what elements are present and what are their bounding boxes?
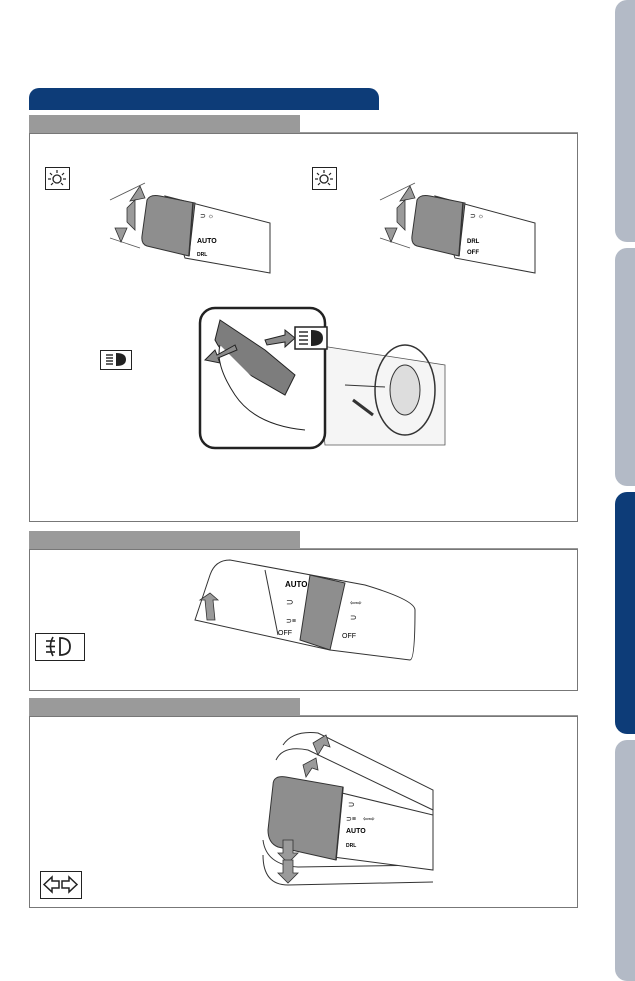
fog-light-switch-illustration: AUTO ⊃ ⊃≡ OFF ⊃ OFF ⇦⇨ (194, 559, 416, 661)
light-switch-lever-illustration: AUTO DRL ⊃ ☼ (109, 182, 271, 274)
front-fog-light-icon (35, 633, 85, 661)
svg-text:⊃: ⊃ (350, 613, 357, 622)
high-beam-icon (100, 350, 132, 370)
turn-signal-lever-illustration: AUTO DRL ⊃ ⊃≡ ⇦⇨ (262, 732, 434, 886)
svg-text:⊃ ☼: ⊃ ☼ (470, 213, 484, 220)
side-tab-2[interactable] (615, 248, 635, 486)
section-header-turn-signals (29, 698, 300, 716)
signal-lever-auto-label: AUTO (346, 828, 366, 835)
side-tab-3-active[interactable] (615, 492, 635, 734)
fog-switch-auto-label: AUTO (285, 580, 308, 589)
fog-switch-off-right-label: OFF (342, 633, 356, 640)
auto-light-icon (45, 167, 70, 190)
lever2-drl-label: DRL (467, 239, 480, 245)
svg-text:⊃ ☼: ⊃ ☼ (200, 213, 214, 220)
svg-text:⇦⇨: ⇦⇨ (350, 600, 362, 607)
signal-lever-drl-label: DRL (346, 843, 356, 849)
auto-light-icon (312, 167, 337, 190)
turn-signal-icon (40, 871, 82, 899)
section-divider (300, 132, 578, 133)
svg-text:⊃≡: ⊃≡ (346, 816, 356, 823)
lever1-auto-label: AUTO (197, 238, 217, 245)
fog-light-panel (29, 549, 578, 691)
section-divider (300, 715, 578, 716)
section-title-bar (29, 88, 379, 110)
side-tab-4[interactable] (615, 740, 635, 981)
light-switch-lever-alt-illustration: DRL OFF ⊃ ☼ (379, 182, 536, 274)
lever2-off-label: OFF (467, 250, 479, 256)
svg-text:⇦⇨: ⇦⇨ (363, 816, 375, 823)
section-header-headlights (29, 115, 300, 133)
section-divider (300, 548, 578, 549)
section-header-fog-lights (29, 531, 300, 549)
fog-switch-off-left-label: OFF (278, 630, 292, 637)
svg-text:⊃: ⊃ (348, 800, 355, 809)
side-tab-1[interactable] (615, 0, 635, 242)
high-beam-lever-illustration (198, 306, 446, 450)
svg-text:⊃: ⊃ (286, 597, 294, 607)
svg-text:⊃≡: ⊃≡ (286, 618, 296, 625)
lever1-drl-label: DRL (197, 252, 207, 258)
